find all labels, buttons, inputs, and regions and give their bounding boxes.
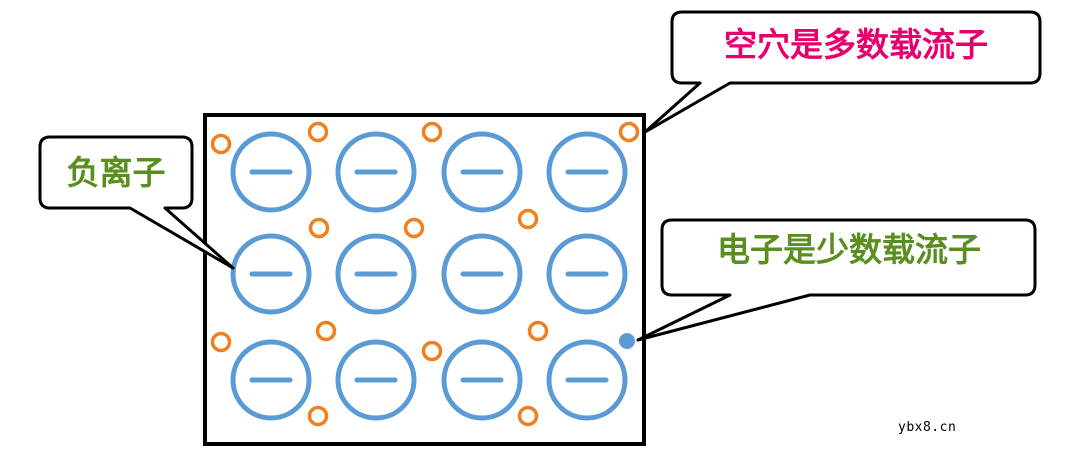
negative-ion [335, 339, 417, 421]
hole-circle [421, 121, 443, 143]
negative-ion-ring [335, 233, 417, 315]
hole-circle [307, 121, 329, 143]
negative-ion-callout: 负离子 [38, 135, 235, 270]
minority-carrier-callout-bubble [636, 218, 1037, 342]
negative-ion-ring [441, 339, 523, 421]
negative-ion-ring [441, 131, 523, 213]
negative-ion [546, 339, 628, 421]
negative-ion [546, 233, 628, 315]
negative-ion-callout-bubble [38, 135, 235, 270]
negative-ion [230, 233, 312, 315]
hole-circle [517, 208, 539, 230]
negative-ion-ring [230, 131, 312, 213]
negative-ion [230, 131, 312, 213]
majority-carrier-callout-bubble [643, 10, 1042, 134]
hole-group [210, 121, 640, 427]
hole-circle [618, 121, 640, 143]
negative-ion [441, 339, 523, 421]
hole-circle [315, 320, 337, 342]
negative-ion-ring [546, 233, 628, 315]
minority-carrier-callout: 电子是少数载流子 [636, 218, 1037, 342]
hole-circle [527, 320, 549, 342]
crystal-frame [203, 113, 646, 446]
negative-ion-ring [546, 339, 628, 421]
hole-circle [308, 217, 330, 239]
watermark: ybx8.cn [898, 420, 957, 435]
negative-ion-grid [230, 131, 628, 421]
hole-circle [517, 405, 539, 427]
negative-ion-ring [546, 131, 628, 213]
negative-ion-ring [230, 339, 312, 421]
negative-ion [441, 131, 523, 213]
negative-ion-ring [335, 339, 417, 421]
hole-circle [307, 405, 329, 427]
minority-carrier-text: 电子是少数载流子 [717, 230, 981, 269]
negative-ion [335, 233, 417, 315]
negative-ion [335, 131, 417, 213]
negative-ion [230, 339, 312, 421]
electron-dot [619, 333, 635, 349]
negative-ion [546, 131, 628, 213]
hole-circle [421, 340, 443, 362]
hole-circle [210, 331, 232, 353]
hole-circle [403, 217, 425, 239]
negative-ion [441, 233, 523, 315]
majority-carrier-text: 空穴是多数载流子 [724, 25, 988, 64]
negative-ion-ring [335, 131, 417, 213]
negative-ion-ring [230, 233, 312, 315]
majority-carrier-callout: 空穴是多数载流子 [643, 10, 1042, 134]
negative-ion-text: 负离子 [67, 153, 166, 192]
hole-circle [210, 133, 232, 155]
negative-ion-ring [441, 233, 523, 315]
